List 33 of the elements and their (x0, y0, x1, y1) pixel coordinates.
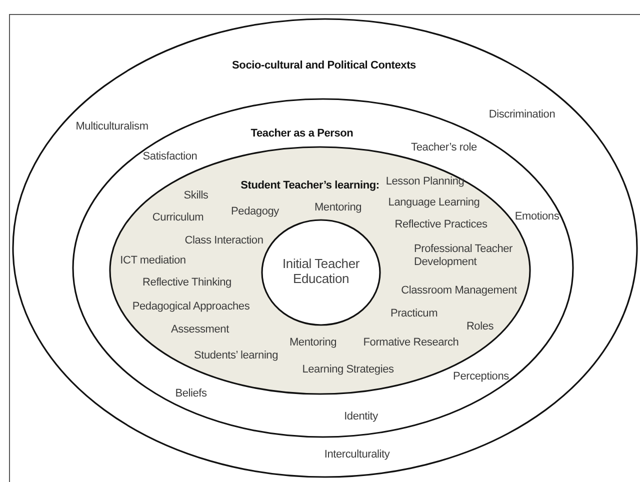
topic-label: Multiculturalism (76, 120, 148, 134)
topic-label: Satisfaction (142, 150, 198, 164)
topic-label: Skills (184, 189, 208, 203)
topic-label: Language Learning (388, 196, 480, 210)
topic-label: Lesson Planning (386, 175, 464, 189)
topic-label: Mentoring (289, 336, 337, 350)
topic-label: Emotions (514, 210, 560, 224)
topic-label: Interculturality (324, 448, 390, 462)
topic-label: Class Interaction (184, 234, 264, 248)
topic-label: Teacher’s role (411, 141, 477, 155)
topic-label: Reflective Practices (394, 218, 488, 232)
topic-label: Reflective Thinking (142, 276, 232, 290)
topic-label: Beliefs (175, 387, 207, 401)
topic-label: ICT mediation (120, 254, 186, 268)
topic-label: Formative Research (363, 336, 459, 350)
topic-label: Assessment (171, 323, 229, 337)
center-label: Initial Teacher Education (282, 257, 360, 287)
topic-label: Mentoring (314, 201, 362, 215)
ring-heading: Teacher as a Person (250, 128, 354, 140)
topic-label: Classroom Management (401, 284, 517, 298)
ring-heading: Socio-cultural and Political Contexts (232, 60, 416, 72)
topic-label: Pedagogy (231, 205, 279, 219)
topic-label: Students’ learning (194, 349, 278, 363)
topic-label: Learning Strategies (302, 363, 394, 377)
topic-label: Perceptions (453, 370, 509, 384)
topic-label: Curriculum (152, 211, 204, 225)
topic-label: Professional Teacher Development (414, 242, 514, 270)
ring-heading: Student Teacher’s learning: (240, 180, 380, 192)
topic-label: Pedagogical Approaches (132, 300, 250, 314)
topic-label: Identity (344, 410, 378, 424)
topic-label: Practicum (390, 307, 438, 321)
topic-label: Discrimination (488, 108, 556, 122)
topic-label: Roles (466, 320, 494, 334)
